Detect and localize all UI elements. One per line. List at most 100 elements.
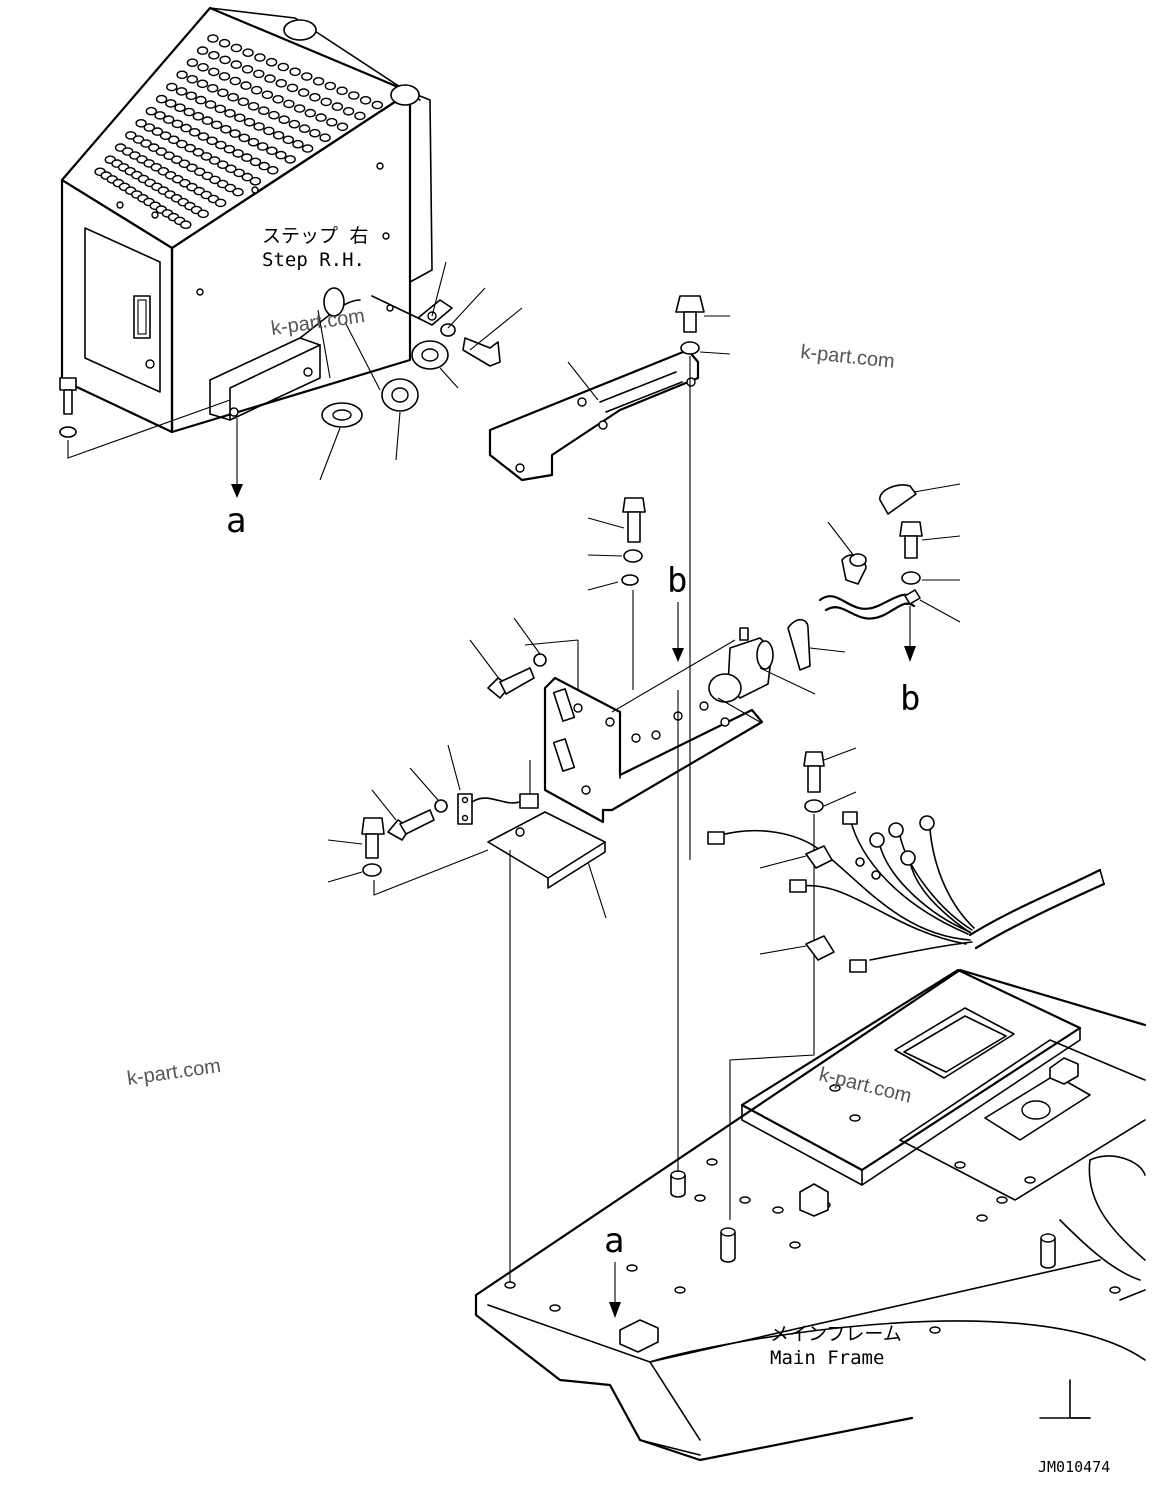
perforation-hole xyxy=(180,220,192,229)
perforation-hole xyxy=(166,82,178,92)
perforation-hole xyxy=(224,183,237,193)
perforation-hole xyxy=(168,135,180,145)
step-mounting-bracket xyxy=(209,299,361,421)
perforation-hole xyxy=(197,209,209,219)
ref-a-bottom: a xyxy=(604,1221,624,1261)
perforation-hole xyxy=(155,94,168,104)
perforation-hole xyxy=(253,69,265,79)
perforation-hole xyxy=(258,161,270,171)
drawing-number: JM010474 xyxy=(1038,1458,1110,1476)
frame-stud-top xyxy=(1109,1286,1121,1294)
perforation-hole xyxy=(210,120,223,130)
perforation-hole xyxy=(197,132,210,141)
perforation-hole xyxy=(359,96,372,105)
perforation-hole xyxy=(201,171,214,181)
perforation-hole xyxy=(148,143,160,152)
perforation-hole xyxy=(301,72,313,81)
frame-stud-top xyxy=(1040,1233,1056,1243)
perforation-hole xyxy=(282,135,294,145)
perforation-hole xyxy=(186,163,198,173)
frame-stud-top xyxy=(849,1114,861,1122)
perforation-hole xyxy=(220,125,232,134)
perforation-hole xyxy=(171,155,183,164)
frame-stud-top xyxy=(674,1286,686,1294)
perforation-hole xyxy=(155,147,168,156)
perforation-hole xyxy=(180,123,192,133)
watermark: k-part.com xyxy=(126,1055,223,1090)
perforation-hole xyxy=(348,91,360,100)
perforation-holes xyxy=(94,34,383,229)
frame-stud xyxy=(670,1175,686,1198)
perforation-hole xyxy=(241,65,254,74)
perforation-hole xyxy=(264,74,276,83)
bracket-bolt-upper xyxy=(469,617,547,699)
perforation-hole xyxy=(154,111,166,120)
perforation-hole xyxy=(237,97,250,107)
frame-stud-top xyxy=(739,1196,751,1204)
perforation-hole xyxy=(283,99,295,109)
perforation-hole xyxy=(217,88,229,98)
perforation-hole xyxy=(208,156,221,165)
perforation-hole xyxy=(242,48,254,58)
main-frame-label-en: Main Frame xyxy=(770,1347,884,1369)
perforation-hole xyxy=(176,139,188,149)
perforation-hole xyxy=(171,119,184,129)
perforation-hole xyxy=(266,146,278,156)
perforation-hole xyxy=(272,130,285,140)
perforation-hole xyxy=(225,164,237,174)
perforation-hole xyxy=(253,122,265,131)
perforation-hole xyxy=(201,116,214,125)
perforation-hole xyxy=(197,63,209,72)
perforation-hole xyxy=(145,106,158,116)
perforation-hole xyxy=(238,133,251,143)
perforation-hole xyxy=(162,115,175,124)
perforation-hole xyxy=(207,34,219,43)
perforation-hole xyxy=(320,97,332,107)
sensor-with-lead xyxy=(371,744,539,841)
step-rh-housing xyxy=(60,6,433,434)
switch-mounting-bracket xyxy=(487,639,764,919)
perforation-hole xyxy=(324,81,336,91)
perforation-hole xyxy=(132,135,145,144)
main-frame-label-jp: メインフレーム xyxy=(770,1323,902,1345)
frame-stud-top xyxy=(504,1281,516,1289)
step-rh-label-jp: ステップ 右 xyxy=(262,225,368,247)
perforation-hole xyxy=(234,113,246,123)
perforation-hole xyxy=(135,119,147,128)
perforation-hole xyxy=(218,72,231,81)
center-bolt-stack xyxy=(587,497,646,690)
perforation-hole xyxy=(247,137,260,147)
perforation-hole xyxy=(224,109,236,118)
frame-stud-top xyxy=(976,1214,988,1222)
perforation-hole xyxy=(293,104,306,113)
perforation-hole xyxy=(186,75,199,84)
perforation-hole xyxy=(216,179,229,189)
perforation-hole xyxy=(214,104,227,114)
perforation-hole xyxy=(336,86,348,96)
frame-stud-top xyxy=(626,1264,638,1272)
perforation-hole xyxy=(268,110,280,120)
perforation-hole xyxy=(186,58,199,68)
perforation-hole xyxy=(289,67,301,77)
perforation-hole xyxy=(215,140,227,150)
perforation-hole xyxy=(192,112,205,121)
perforation-hole xyxy=(195,95,207,105)
perforation-hole xyxy=(278,115,290,124)
perforation-hole xyxy=(275,79,287,88)
perforation-hole xyxy=(151,127,164,136)
perforation-hole xyxy=(200,152,213,161)
perforation-hole xyxy=(249,157,262,167)
grommet-set xyxy=(317,287,449,428)
frame-stud-top xyxy=(706,1158,718,1166)
perforation-hole xyxy=(371,100,383,110)
perforation-hole xyxy=(336,122,349,132)
perforation-hole xyxy=(232,149,244,158)
perforation-hole xyxy=(143,123,156,132)
perforation-hole xyxy=(277,62,289,72)
perforation-hole xyxy=(247,102,260,111)
perforation-hole xyxy=(292,139,304,149)
frame-stud-top xyxy=(670,1170,686,1180)
perforation-hole xyxy=(342,107,355,116)
plate-bolt-top xyxy=(675,295,731,860)
